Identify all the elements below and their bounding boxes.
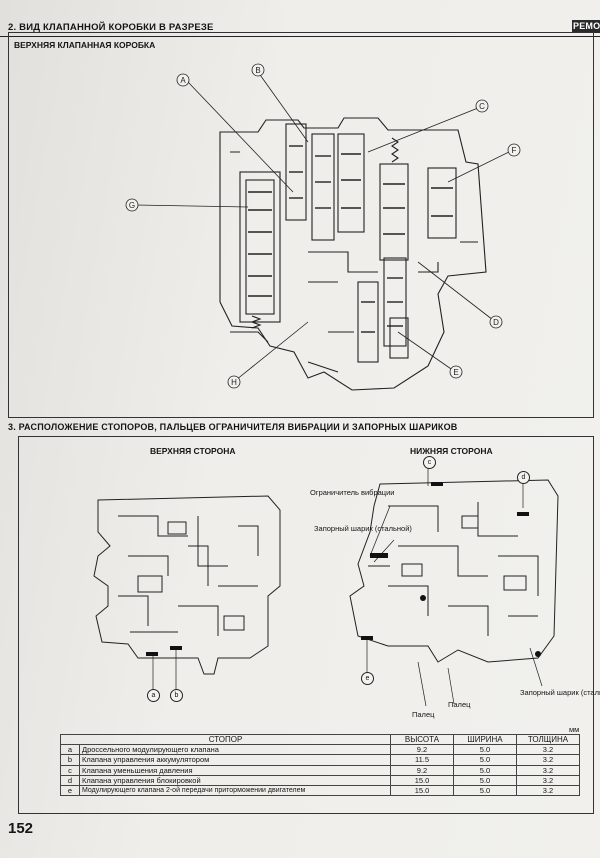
valve-body-cross-section: A B C D E F G H <box>125 63 521 391</box>
callout-circle-g <box>125 198 139 212</box>
page-number: 152 <box>8 820 34 837</box>
running-head-tab <box>572 20 600 33</box>
row-thickness: 3.2 <box>516 764 580 776</box>
finger-label-left: Палец <box>412 710 435 719</box>
row-height: 9.2 <box>390 764 454 776</box>
row-thickness: 3.2 <box>516 784 580 797</box>
section-3-title: 3. РАСПОЛОЖЕНИЕ СТОПОРОВ, ПАЛЬЦЕВ ОГРАНИ… <box>8 422 458 432</box>
callout-a: A <box>180 76 186 85</box>
row-height: 9.2 <box>390 744 454 756</box>
callout-circle-h <box>227 375 241 389</box>
vibration-limiter-label: Ограничитель вибрации <box>310 488 395 497</box>
row-name: Дроссельного модулирующего клапана <box>79 744 391 756</box>
row-height: 11.5 <box>390 754 454 766</box>
callout-c: C <box>479 102 485 111</box>
running-head: РЕМО <box>573 21 600 31</box>
row-name: Клапана управления блокировкой <box>79 774 391 786</box>
row-width: 5.0 <box>453 754 517 766</box>
cross-section-frame <box>8 32 594 418</box>
check-ball-steel-label: Запорный шарик (стальной) <box>314 524 412 533</box>
callout-h: H <box>231 378 237 387</box>
row-mark: e <box>60 784 80 797</box>
row-name: Клапана уменьшения давления <box>79 764 391 776</box>
callout-circle-c <box>475 99 489 113</box>
finger-label-right: Палец <box>448 700 471 709</box>
row-thickness: 3.2 <box>516 774 580 786</box>
bottom-side-title: НИЖНЯЯ СТОРОНА <box>410 446 493 456</box>
row-width: 5.0 <box>453 764 517 776</box>
header-height: ВЫСОТА <box>390 733 454 746</box>
pin-d: d <box>517 471 530 484</box>
callout-g: G <box>129 201 135 210</box>
table-row: a Дроссельного модулирующего клапана 9.2… <box>60 744 580 756</box>
header-width: ШИРИНА <box>453 733 517 746</box>
row-width: 5.0 <box>453 784 517 797</box>
upper-valve-body-subtitle: ВЕРХНЯЯ КЛАПАННАЯ КОРОБКА <box>14 40 156 50</box>
row-width: 5.0 <box>453 774 517 786</box>
table-row: e Модулирующего клапана 2-ой передачи пр… <box>60 784 580 797</box>
row-mark: b <box>60 754 80 766</box>
header-thickness: ТОЛЩИНА <box>516 733 580 746</box>
unit-label: мм <box>569 725 580 734</box>
callout-b: B <box>255 66 260 75</box>
row-mark: a <box>60 744 80 756</box>
row-thickness: 3.2 <box>516 744 580 756</box>
stoppers-diagram <box>93 466 559 707</box>
pin-a: a <box>147 689 160 702</box>
callout-d: D <box>493 318 499 327</box>
table-row: c Клапана уменьшения давления 9.2 5.0 3.… <box>60 764 580 776</box>
row-name: Клапана управления аккумулятором <box>79 754 391 766</box>
row-height: 15.0 <box>390 774 454 786</box>
callout-circle-e <box>449 365 463 379</box>
section-2-title: 2. ВИД КЛАПАННОЙ КОРОБКИ В РАЗРЕЗЕ <box>8 22 214 33</box>
header-rule <box>0 36 600 37</box>
callout-circle-d <box>489 315 503 329</box>
row-mark: d <box>60 774 80 786</box>
row-mark: c <box>60 764 80 776</box>
check-ball-right-label: Запорный шарик (стальной) <box>520 688 600 697</box>
callout-e: E <box>453 368 458 377</box>
callout-f: F <box>512 146 517 155</box>
callout-circle-f <box>507 143 521 157</box>
table-row: b Клапана управления аккумулятором 11.5 … <box>60 754 580 766</box>
table-row: d Клапана управления блокировкой 15.0 5.… <box>60 774 580 786</box>
table-header-row: СТОПОР ВЫСОТА ШИРИНА ТОЛЩИНА <box>60 733 580 746</box>
row-height: 15.0 <box>390 784 454 797</box>
pin-e: e <box>361 672 374 685</box>
pin-b: b <box>170 689 183 702</box>
callout-circle-a <box>176 73 190 87</box>
row-thickness: 3.2 <box>516 754 580 766</box>
row-name: Модулирующего клапана 2-ой передачи прит… <box>79 784 391 797</box>
header-stopper: СТОПОР <box>60 733 391 746</box>
pin-c: c <box>423 456 436 469</box>
row-width: 5.0 <box>453 744 517 756</box>
callout-circle-b <box>251 63 265 77</box>
stopper-spec-table: СТОПОР ВЫСОТА ШИРИНА ТОЛЩИНА a Дроссельн… <box>60 733 580 797</box>
stoppers-frame <box>18 436 594 814</box>
top-side-title: ВЕРХНЯЯ СТОРОНА <box>150 446 236 456</box>
